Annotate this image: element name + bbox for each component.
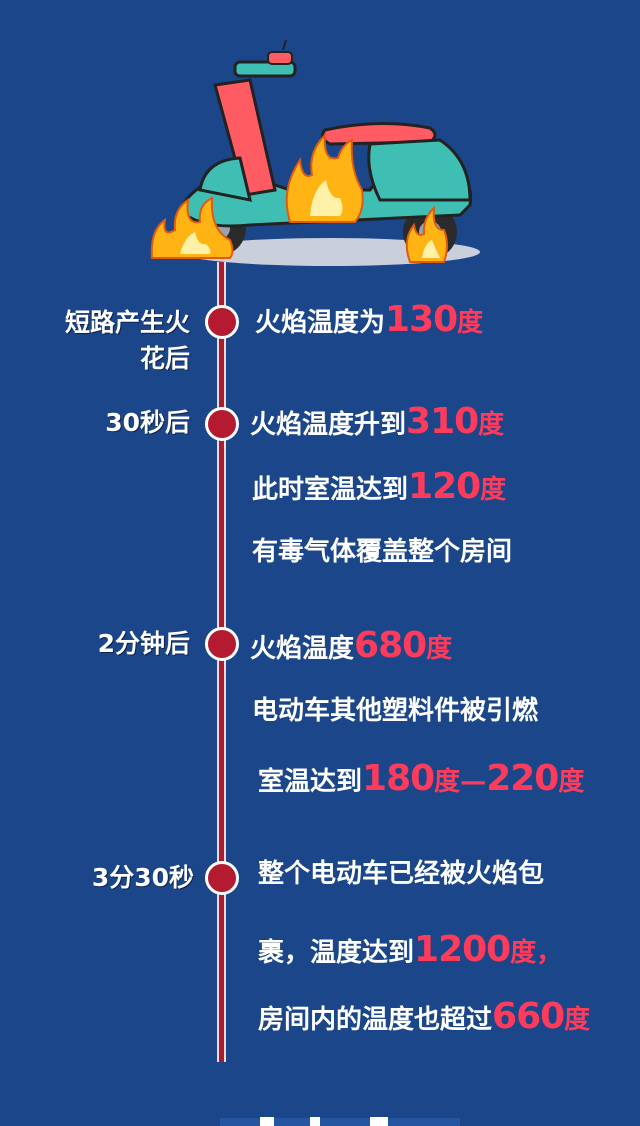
timeline-dot <box>205 861 239 895</box>
timeline-text: 火焰温度为130度 <box>255 299 484 340</box>
timeline-text: 有毒气体覆盖整个房间 <box>252 537 513 567</box>
timeline-dot <box>205 627 239 661</box>
timeline-text: 整个电动车已经被火焰包 <box>258 859 545 889</box>
burning-scooter-icon <box>150 40 480 266</box>
timeline-text: 裹，温度达到1200度， <box>258 929 563 970</box>
timeline-text: 房间内的温度也超过660度 <box>258 996 591 1037</box>
timeline-dot <box>205 407 239 441</box>
timeline-text: 室温达到180度—220度 <box>258 758 585 799</box>
timeline-text: 电动车其他塑料件被引燃 <box>252 696 539 726</box>
timeline-text: 火焰温度升到310度 <box>250 401 505 442</box>
timeline-label: 2分钟后 <box>97 629 190 658</box>
timeline-text: 此时室温达到120度 <box>252 466 507 507</box>
timeline-label: 30秒后 <box>105 408 190 437</box>
timeline-text: 火焰温度680度 <box>250 625 453 666</box>
decorative-strip <box>220 1117 460 1126</box>
timeline-label: 3分30秒 <box>91 863 194 892</box>
timeline-label: 短路产生火花后 <box>64 308 190 373</box>
timeline-dot <box>205 305 239 339</box>
timeline-line <box>217 262 226 1062</box>
